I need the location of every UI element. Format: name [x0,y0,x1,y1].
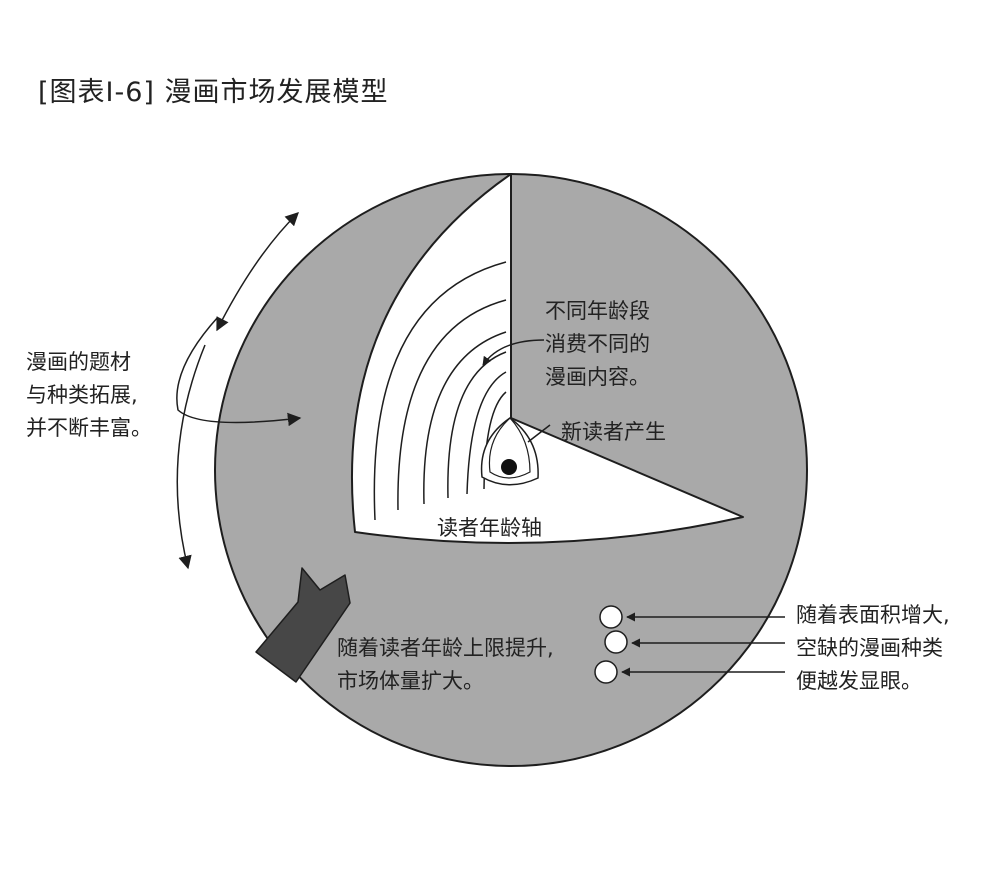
expansion-arrow [255,567,351,683]
new-reader-pointer [527,424,551,443]
label-age-content: 不同年龄段 消费不同的 漫画内容。 [545,299,650,389]
new-reader-core [480,417,539,486]
genre-pointer-arrows [621,612,785,677]
content-pointer-arrow [482,339,545,366]
origin-dot [501,459,517,475]
label-age-axis: 读者年龄轴 [437,516,542,540]
age-layer-arcs [373,261,507,521]
rotation-arrows [176,212,302,570]
label-genre-expansion: 漫画的题材 与种类拓展, 并不断丰富。 [26,350,152,440]
empty-genre-circles [594,605,628,684]
label-new-readers: 新读者产生 [561,420,666,444]
figure-title: [图表I-6] 漫画市场发展模型 [38,77,389,108]
label-market-growth: 随着读者年龄上限提升, 市场体量扩大。 [337,636,554,693]
label-missing-genres: 随着表面积增大, 空缺的漫画种类 便越发显眼。 [796,603,950,693]
